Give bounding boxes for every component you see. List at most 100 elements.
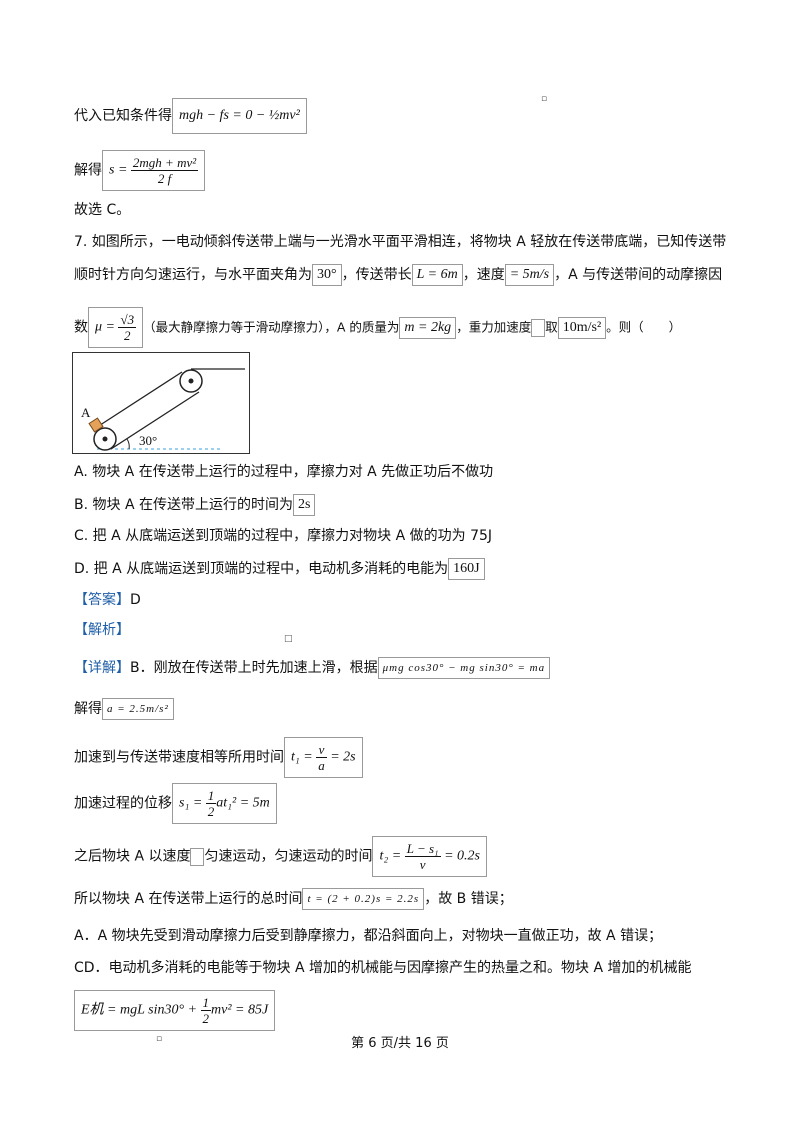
answer-tag: 【答案】 [74,592,130,608]
acceleration-value: a = 2.5m/s² [102,698,174,720]
detail-text: ，故 B 错误； [424,891,513,907]
angle-value: 30° [312,264,342,286]
angle-arc [126,438,130,450]
small-square-marker: □ [284,634,293,644]
q7-text: 取 [545,319,558,335]
q7-text: ，传送带长 [341,267,412,283]
option-b-text: B. 物块 A 在传送带上运行的时间为 [74,497,293,513]
block-a [88,417,104,433]
detail-text: 匀速运动，匀速运动的时间 [204,848,373,865]
solve-text: 解得 [74,162,102,179]
newton-equation: μmg cos30° − mg sin30° = ma [377,657,551,679]
mass-value: m = 2kg [399,316,457,339]
mu-numerator: √3 [118,312,137,328]
page-footer: 第 6 页/共 16 页 [351,1036,449,1051]
answer-line: 【答案】D [74,590,141,610]
energy-rhs: mv² = 85J [211,1002,269,1018]
t1-rhs: = 2s [330,749,356,765]
q7-text: （最大静摩擦力等于滑动摩擦力），A 的质量为 [143,319,400,335]
detail-text: 解得 [74,701,102,717]
block-a-label: A [81,405,91,420]
belt-top-edge [93,371,183,430]
detail-text: 加速过程的位移 [74,795,172,812]
detail-line8: CD．电动机多消耗的电能等于物块 A 增加的机械能与因摩擦产生的热量之和。物块 … [74,960,692,976]
answer-value: D [130,592,141,608]
s1-numerator: 1 [205,788,217,804]
q7-text: 数 [74,319,88,336]
mu-denominator: 2 [124,328,131,343]
t2-numerator: L − s₁ [404,841,441,857]
t1-lhs: t₁ = [291,749,313,765]
total-time-equation: t = (2 + 0.2)s = 2.2s [302,888,425,910]
q7-text: ，速度 [462,267,505,283]
option-c: C. 把 A 从底端运送到顶端的过程中，摩擦力对物块 A 做的功为 75J [74,528,493,544]
v-symbol-box [190,847,205,866]
s1-rhs: at₁² = 5m [216,795,270,811]
detail-line7: A．A 物块先受到滑动摩擦力后受到静摩擦力，都沿斜面向上，对物块一直做正功，故 … [74,928,663,944]
s-lhs: s = [109,162,128,178]
q7-text: ，重力加速度 [456,319,532,335]
analysis-line: 【解析】 [74,620,130,640]
t2-rhs: = 0.2s [444,848,480,864]
detail-text: 加速到与传送带速度相等所用时间 [74,749,284,766]
detail-text: 所以物块 A 在传送带上运行的总时间 [74,891,303,907]
option-d-value: 160J [448,558,485,580]
analysis-tag: 【解析】 [74,622,130,638]
q7-text: ，A 与传送带间的动摩擦因 [554,267,723,283]
length-value: L = 6m [411,264,463,286]
g-value: 10m/s² [557,316,607,339]
speed-value: = 5m/s [504,264,555,286]
detail-text: 之后物块 A 以速度 [74,848,191,865]
option-a: A. 物块 A 在传送带上运行的过程中，摩擦力对 A 先做正功后不做功 [74,464,494,480]
s1-lhs: s₁ = [179,795,203,811]
small-square-marker: ▫ [156,1034,163,1044]
option-b-value: 2s [292,494,316,516]
bottom-pulley-axle [102,436,108,442]
s1-denominator: 2 [207,804,215,819]
q7-text: 。则（ ） [606,319,682,335]
small-square-marker: ▫ [541,94,548,104]
choose-c-line: 故选 C。 [74,202,131,218]
angle-label: 30° [139,433,157,448]
t2-denominator: v [419,857,426,872]
detail-text: B．刚放在传送带上时先加速上滑，根据 [130,660,378,676]
conveyor-belt-figure: A 30° [72,352,250,454]
t2-lhs: t₂ = [379,848,402,864]
conveyor-belt-diagram: A 30° [81,368,245,451]
g-symbol-box [531,318,546,337]
q7-text: 顺时针方向匀速运行，与水平面夹角为 [74,267,312,283]
top-pulley-axle [188,378,194,384]
energy-lhs: E机 = mgL sin30° + [81,1002,198,1018]
detail-tag: 【详解】 [74,660,130,676]
mu-lhs: μ = [95,319,115,335]
energy-numerator: 1 [200,995,212,1011]
substitution-text: 代入已知条件得 [74,108,172,124]
t1-denominator: a [318,758,325,773]
s-numerator: 2mgh + mv² [130,155,199,171]
energy-equation: mgh − fs = 0 − ½mv² [172,98,307,134]
s-denominator: 2 f [157,171,172,186]
option-d-text: D. 把 A 从底端运送到顶端的过程中，电动机多消耗的电能为 [74,561,449,577]
